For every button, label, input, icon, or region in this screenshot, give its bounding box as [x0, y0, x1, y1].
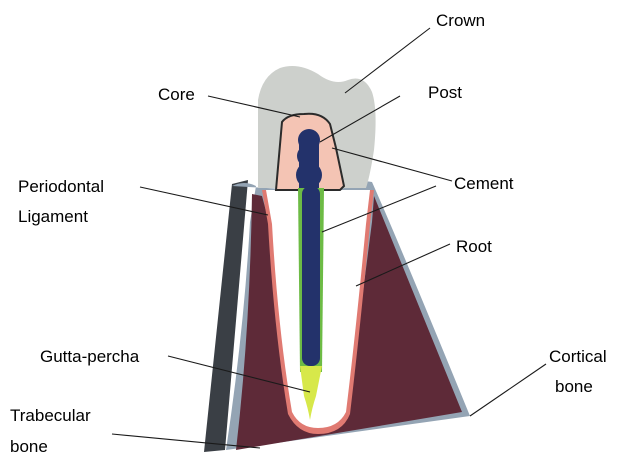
- label-cortical-line1: Cortical: [549, 347, 607, 366]
- leader-line-crown: [345, 28, 430, 93]
- label-periodontal-line2: Ligament: [18, 207, 88, 226]
- label-root: Root: [456, 237, 492, 256]
- label-core: Core: [158, 85, 195, 104]
- leader-line-cortical: [470, 364, 546, 416]
- label-gutta-percha: Gutta-percha: [40, 347, 140, 366]
- label-periodontal-line1: Periodontal: [18, 177, 104, 196]
- label-cortical-line2: bone: [555, 377, 593, 396]
- label-trabecular-line2: bone: [10, 437, 48, 456]
- leader-line-periodontal: [140, 187, 268, 215]
- label-trabecular-line1: Trabecular: [10, 406, 91, 425]
- label-post: Post: [428, 83, 462, 102]
- label-cement: Cement: [454, 174, 514, 193]
- label-crown: Crown: [436, 11, 485, 30]
